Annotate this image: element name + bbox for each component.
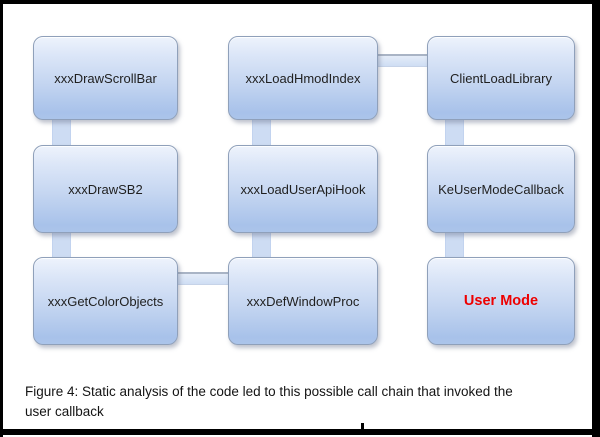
node-label-user-mode: User Mode [463,293,539,309]
connector-keusermodecallback-usermode [445,229,464,260]
connector-loadhmodindex-clientloadlibrary [376,54,429,67]
node-label: xxxDrawScrollBar [54,70,157,86]
connector-drawsb2-getcolorobjects [52,229,71,260]
node-xxxdrawsb2: xxxDrawSB2 [33,145,178,233]
node-label: KeUserModeCallback [438,181,564,197]
figure-border-left [0,0,3,437]
figure-caption-line1: Figure 4: Static analysis of the code le… [25,384,513,399]
figure-caption-line2: user callback [25,404,104,419]
figure-border-bottom [0,429,600,435]
node-label: xxxLoadUserApiHook [240,181,366,197]
node-xxxloadhmodindex: xxxLoadHmodIndex [228,36,378,120]
node-label: xxxLoadHmodIndex [245,70,361,86]
node-xxxdrawscrollbar: xxxDrawScrollBar [33,36,178,120]
node-label: xxxDrawSB2 [68,181,143,197]
node-label: xxxGetColorObjects [47,293,164,309]
node-xxxdefwindowproc: xxxDefWindowProc [228,257,378,345]
resize-handle-tick [361,423,364,430]
connector-clientloadlibrary-keusermodecallback [445,116,464,148]
node-label: xxxDefWindowProc [246,293,360,309]
figure-border-top [0,0,600,4]
connector-drawscrollbar-drawsb2 [52,116,71,148]
connector-getcolorobjects-defwindowproc [176,272,230,285]
node-user-mode: User Mode [427,257,575,345]
node-label: ClientLoadLibrary [450,70,552,86]
connector-loaduserapihook-defwindowproc [252,229,271,260]
node-xxxgetcolorobjects: xxxGetColorObjects [33,257,178,345]
node-clientloadlibrary: ClientLoadLibrary [427,36,575,120]
node-xxxloaduserapihook: xxxLoadUserApiHook [228,145,378,233]
figure-border-right [592,0,600,437]
node-keusermodecallback: KeUserModeCallback [427,145,575,233]
figure-caption: Figure 4: Static analysis of the code le… [25,382,570,422]
connector-loadhmodindex-loaduserapihook [252,116,271,148]
